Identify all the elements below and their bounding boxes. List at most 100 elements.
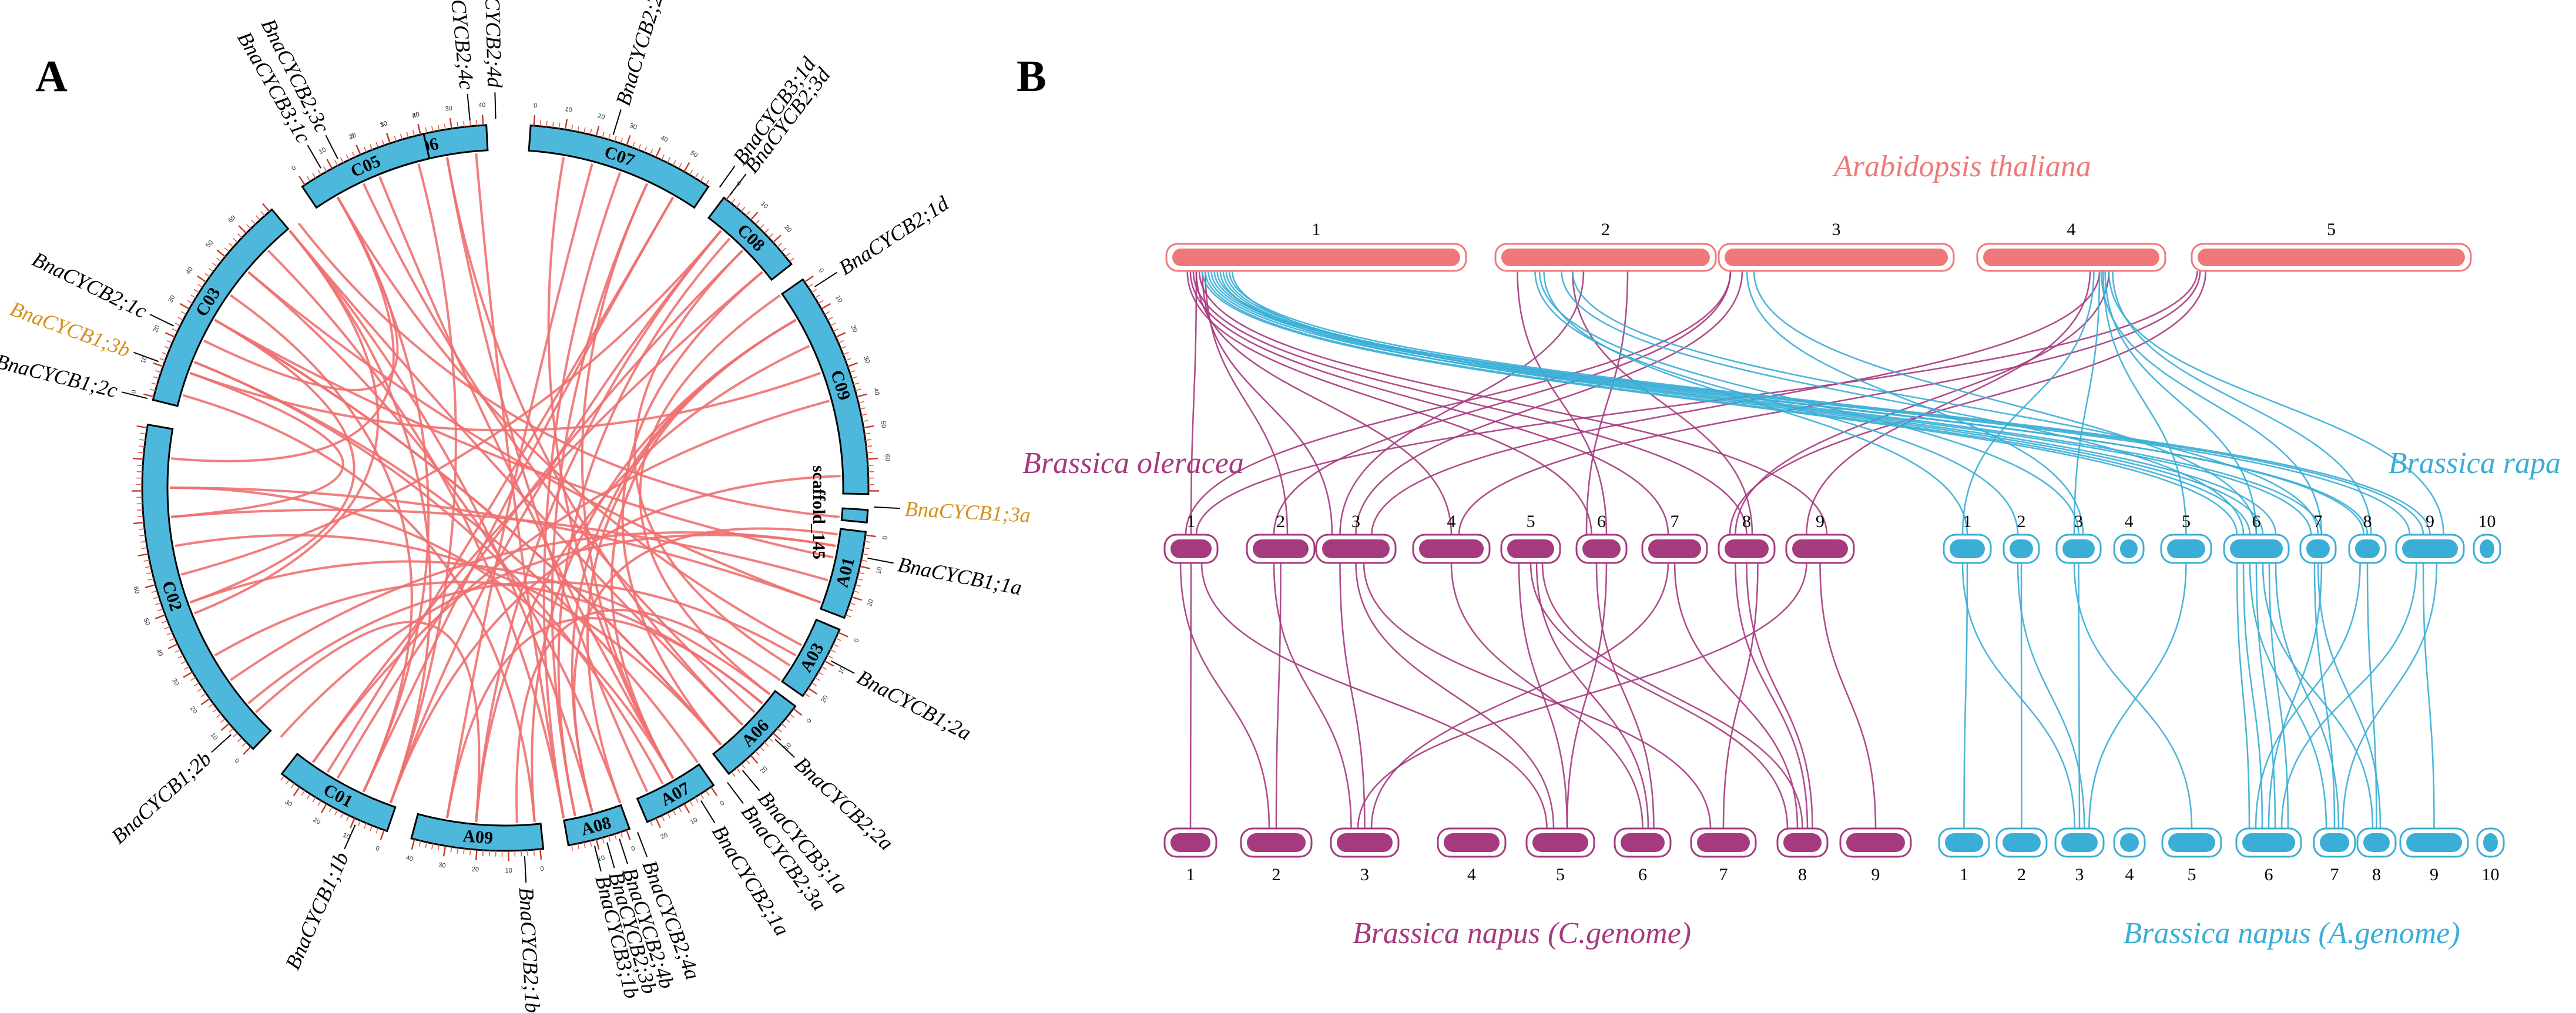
chromosome-tick	[695, 173, 699, 179]
link-at-br	[1561, 270, 2245, 535]
oleracea-chr-4	[1419, 539, 1484, 558]
gene-label: BnaCYCB2;4d	[480, 0, 507, 89]
chromosome-tick	[857, 578, 863, 581]
napus-c-chr-number: 5	[1556, 865, 1565, 884]
napus-a-chr-number: 7	[2330, 865, 2339, 884]
collinear-link	[573, 527, 838, 813]
chromosome-tick	[843, 352, 849, 355]
napus-c-chr-number: 7	[1719, 865, 1728, 884]
chromosome-tick	[237, 737, 243, 742]
chromosome-tick	[678, 163, 682, 169]
chromosome-tick	[864, 541, 871, 543]
chromosome-tick	[212, 263, 218, 267]
napus-a-chr-10	[2483, 833, 2498, 852]
tick-label: 30	[438, 861, 446, 870]
oleracea-chr-6	[1582, 539, 1621, 558]
chromosome-tick	[764, 229, 769, 234]
link-bo-nc	[1735, 562, 1809, 829]
link-br-na	[2342, 562, 2438, 829]
chromosome-tick	[847, 362, 858, 367]
chromosome-tick	[858, 401, 864, 404]
tick-label: 30	[170, 677, 180, 687]
link-at-bo	[1355, 270, 1743, 535]
chromosome-tick	[425, 127, 428, 133]
tick-label: 20	[849, 324, 858, 334]
chromosome-tick	[764, 742, 769, 747]
tick-label: 40	[405, 854, 414, 863]
link-br-na	[2366, 562, 2377, 829]
chromosome-tick	[827, 655, 833, 659]
gene-label: BnaCYCB2;4c	[444, 0, 479, 90]
napus-a-chr-4	[2120, 833, 2139, 852]
gene-leader	[727, 781, 744, 804]
link-at-br	[1205, 270, 2251, 535]
napus-a-chr-5	[2168, 833, 2215, 852]
chromosome-tick	[370, 825, 373, 831]
oleracea-chr-number: 5	[1527, 512, 1535, 531]
chromosome-tick	[840, 346, 847, 350]
chromosome-tick	[849, 602, 856, 606]
link-at-br	[1228, 270, 2431, 535]
chromosome-tick	[589, 129, 592, 135]
link-at-br	[1753, 270, 2258, 535]
collinear-link	[547, 157, 675, 779]
collinear-link	[193, 230, 380, 615]
chromosome-tick	[824, 660, 834, 667]
rapa-chr-number: 3	[2074, 512, 2083, 531]
gene-leader	[619, 838, 628, 864]
chromosome-tick	[180, 660, 187, 665]
link-at-br	[1961, 270, 2095, 535]
collinear-link	[639, 294, 781, 696]
chromosome-tick	[143, 559, 150, 562]
rapa-chr-number: 4	[2125, 512, 2134, 531]
chromosome-tick	[312, 173, 316, 179]
gene-leader	[637, 831, 648, 857]
chromosome-tick	[853, 590, 860, 593]
chromosome-tick	[411, 839, 415, 850]
collinear-link	[445, 617, 763, 819]
chromosome-tick	[750, 754, 759, 764]
chromosome-tick	[552, 122, 554, 128]
tick-label: 10	[379, 120, 388, 129]
napus-c-chr-2	[1247, 833, 1306, 852]
tick-label: 40	[872, 387, 881, 396]
collinear-link	[378, 176, 675, 779]
chromosome-tick	[862, 553, 868, 556]
chromosome-tick	[845, 614, 851, 618]
panel-a-letter: A	[35, 52, 68, 101]
chromosome-tick	[149, 388, 156, 391]
gene-leader	[867, 557, 894, 564]
chromosome-tick	[672, 809, 676, 816]
chromosome-tick	[740, 206, 746, 212]
link-br-na	[2020, 562, 2022, 829]
link-at-br	[2112, 270, 2372, 535]
napus-a-chr-number: 4	[2125, 865, 2134, 884]
chromosome-tick	[781, 723, 787, 728]
rapa-chr-number: 8	[2363, 512, 2372, 531]
link-at-br	[2108, 270, 2444, 535]
chromosome-tick	[785, 718, 791, 723]
tick-label: 50	[142, 617, 152, 626]
link-at-br	[1534, 270, 2019, 535]
chromosome-tick	[626, 830, 631, 840]
tick-label: 30	[629, 122, 638, 131]
chromosome-tick	[444, 123, 446, 130]
collinear-link	[169, 487, 821, 604]
chromosome-tick	[818, 300, 824, 304]
chromosome-tick	[608, 133, 611, 140]
napus-c-chr-4	[1444, 833, 1500, 852]
chromosome-tick	[855, 388, 861, 391]
chromosome-tick	[814, 294, 820, 298]
chromosome-tick	[781, 247, 787, 253]
rapa-chr-6	[2230, 539, 2283, 558]
oleracea-chr-number: 8	[1742, 512, 1751, 531]
tick-label: 30	[862, 355, 871, 365]
napus-c-chr-number: 2	[1272, 865, 1281, 884]
chromosome-tick	[193, 682, 200, 687]
chromosome-tick	[583, 127, 586, 133]
link-bo-nc	[1673, 562, 1799, 829]
napus-c-chr-number: 3	[1360, 865, 1369, 884]
napus-a-chr-number: 8	[2372, 865, 2381, 884]
link-bo-nc	[1541, 562, 1803, 829]
chromosome-tick	[867, 452, 873, 454]
